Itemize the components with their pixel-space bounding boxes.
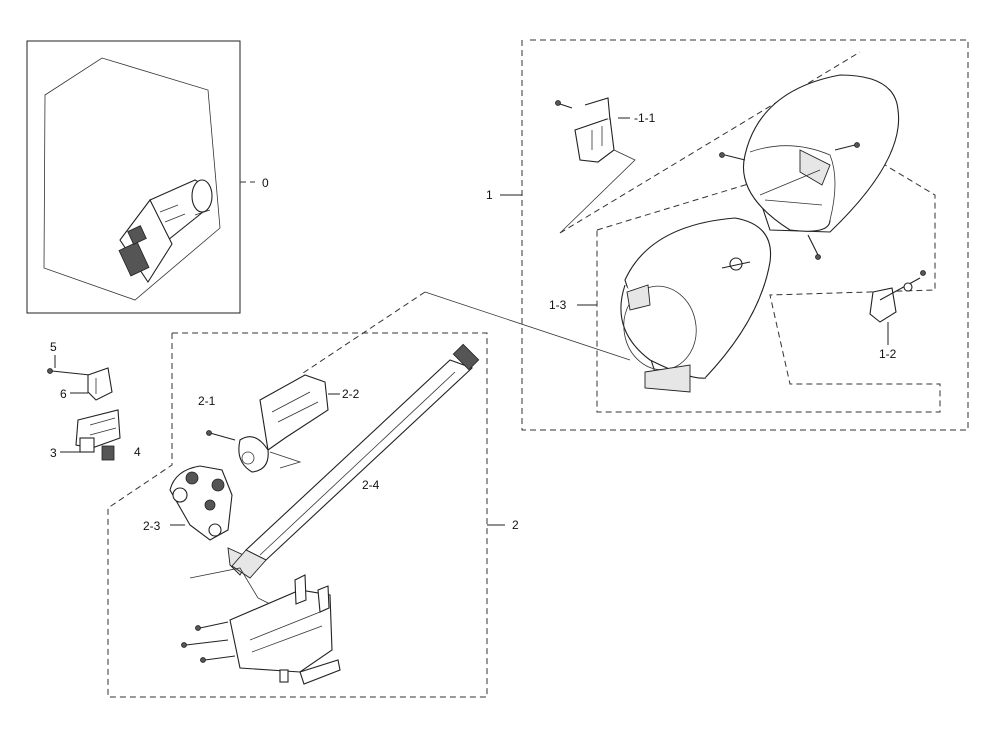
callout-0: 0 xyxy=(262,176,269,190)
part-rear-drum xyxy=(719,74,900,260)
callout-2-2: 2-2 xyxy=(342,387,360,401)
part-6-clip xyxy=(87,367,113,401)
part-1-3-front-drum xyxy=(620,217,772,393)
assembly-2-group: 2 2-2 2-1 2-3 xyxy=(107,291,519,698)
callout-1-3: 1-3 xyxy=(549,298,567,312)
callout-6: 6 xyxy=(60,387,67,401)
part-2-2-bracket xyxy=(206,374,329,473)
loose-parts-group: 5 6 3 4 xyxy=(47,340,141,461)
part-2-3-motor xyxy=(169,465,251,576)
part-1-1-bracket xyxy=(555,97,636,234)
callout-1-2: 1-2 xyxy=(879,347,897,361)
part-1-2-roller xyxy=(869,270,926,345)
callout-4: 4 xyxy=(134,445,141,459)
assembly-1-group: 1 -1-1 xyxy=(424,39,969,431)
callout-2: 2 xyxy=(512,518,519,532)
assembly-2-frame xyxy=(107,332,488,698)
assembly-1-frame xyxy=(521,39,969,431)
callout-5: 5 xyxy=(50,340,57,354)
assembly-0-group: 0 xyxy=(26,40,269,314)
assembly-0-drawing xyxy=(118,179,213,284)
subassembly-1-3-frame xyxy=(596,149,941,413)
part-2-base-bracket xyxy=(181,574,341,685)
assembly-0-outline xyxy=(43,57,221,301)
part-2-4-shaft xyxy=(231,343,480,579)
part-4-pad xyxy=(101,445,115,461)
callout-1-1: -1-1 xyxy=(634,111,656,125)
callout-2-3: 2-3 xyxy=(143,519,161,533)
part-5-screw xyxy=(47,368,53,374)
callout-1: 1 xyxy=(486,188,493,202)
part-3-sensor-bracket xyxy=(75,409,121,453)
callout-3: 3 xyxy=(50,446,57,460)
callout-2-4: 2-4 xyxy=(362,478,380,492)
assembly-0-frame xyxy=(26,40,241,314)
callout-2-1: 2-1 xyxy=(198,394,216,408)
